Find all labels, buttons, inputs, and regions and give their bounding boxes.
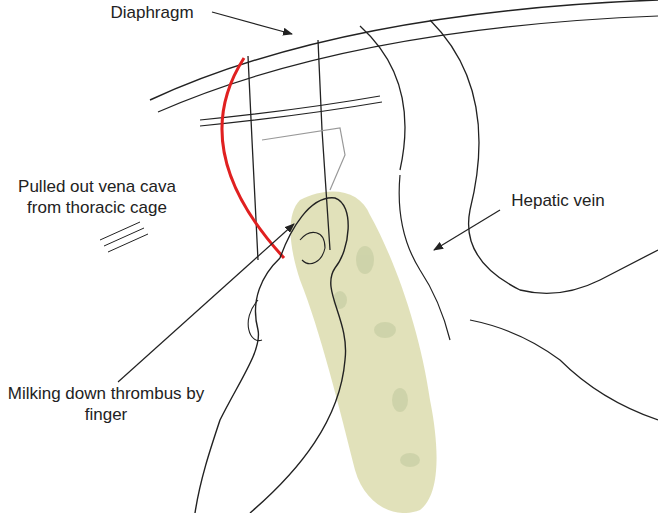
diaphragm-line (150, 0, 658, 100)
action-label: Milking down thrombus by finger (6, 383, 206, 425)
structure-label: Pulled out vena cava from thoracic cage (2, 176, 192, 218)
hand (195, 198, 348, 513)
leader-line (212, 12, 292, 34)
structure-label: Hepatic vein (498, 190, 618, 211)
leader-line (118, 224, 294, 382)
pulled-out-vena-cava (222, 58, 284, 258)
structure-label: Diaphragm (92, 2, 212, 23)
leader-line (434, 210, 500, 250)
thrombus-shade (291, 192, 437, 513)
liver-outline (360, 20, 658, 293)
